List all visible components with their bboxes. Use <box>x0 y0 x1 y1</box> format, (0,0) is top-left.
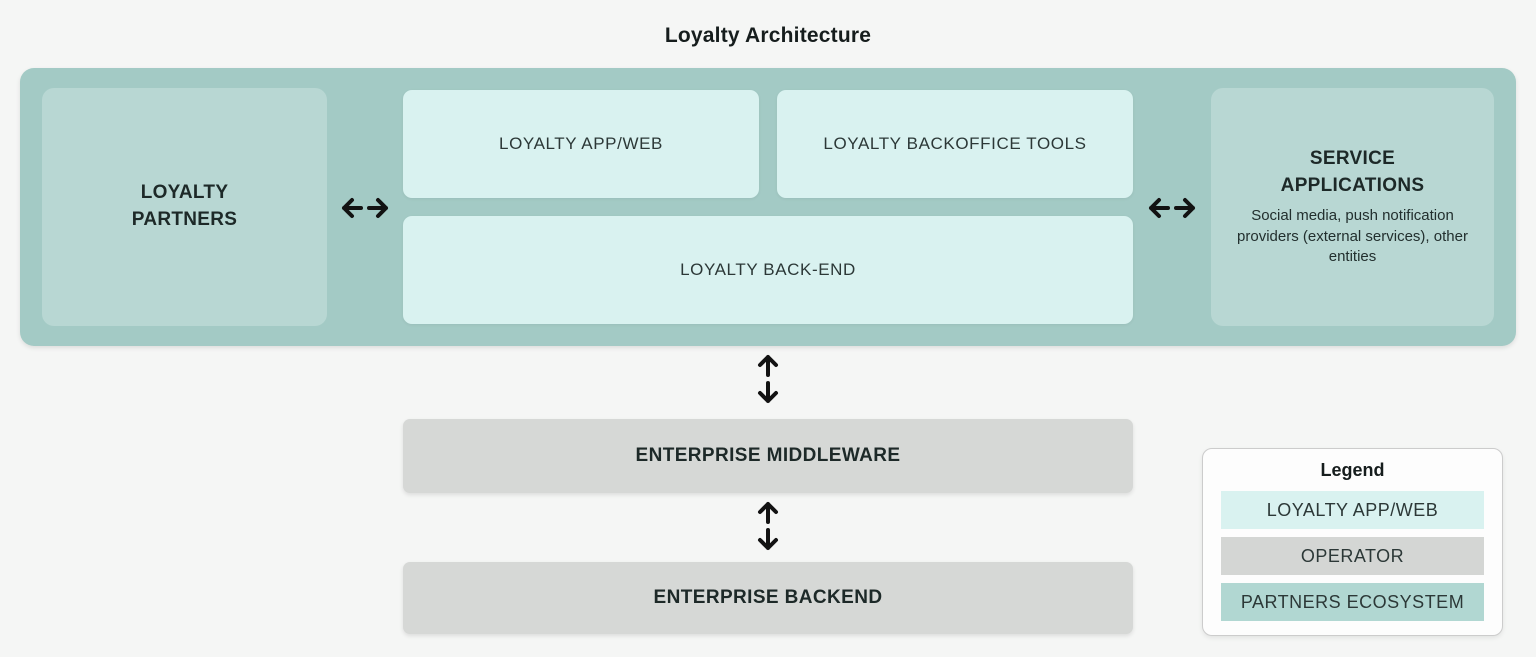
partners-ecosystem-container: LOYALTY PARTNERS LOYALTY APP/WEB LOYALTY… <box>20 68 1516 346</box>
loyalty-app-web-box: LOYALTY APP/WEB <box>403 90 759 198</box>
loyalty-app-web-label: LOYALTY APP/WEB <box>499 134 663 153</box>
enterprise-middleware-box: ENTERPRISE MIDDLEWARE <box>403 419 1133 493</box>
legend: Legend LOYALTY APP/WEB OPERATOR PARTNERS… <box>1202 448 1503 636</box>
bidirectional-vertical-arrow-icon <box>755 352 781 406</box>
service-applications-description: Social media, push notification provider… <box>1237 206 1468 266</box>
bidirectional-vertical-arrow-icon <box>755 499 781 553</box>
loyalty-backoffice-tools-box: LOYALTY BACKOFFICE TOOLS <box>777 90 1133 198</box>
enterprise-middleware-label: ENTERPRISE MIDDLEWARE <box>635 444 901 466</box>
loyalty-back-end-label: LOYALTY BACK-END <box>680 260 856 279</box>
loyalty-partners-box: LOYALTY PARTNERS <box>42 88 327 326</box>
legend-item-operator: OPERATOR <box>1221 537 1484 575</box>
bidirectional-horizontal-arrow-icon <box>339 195 391 221</box>
loyalty-backoffice-tools-label: LOYALTY BACKOFFICE TOOLS <box>823 134 1087 153</box>
service-applications-title: SERVICE APPLICATIONS <box>1280 148 1425 196</box>
enterprise-backend-label: ENTERPRISE BACKEND <box>653 586 883 608</box>
service-applications-box: SERVICE APPLICATIONS Social media, push … <box>1211 88 1494 326</box>
legend-title: Legend <box>1320 460 1385 480</box>
loyalty-back-end-box: LOYALTY BACK-END <box>403 216 1133 324</box>
enterprise-backend-box: ENTERPRISE BACKEND <box>403 562 1133 634</box>
legend-item-partners-ecosystem: PARTNERS ECOSYSTEM <box>1221 583 1484 621</box>
bidirectional-horizontal-arrow-icon <box>1146 195 1198 221</box>
legend-item-loyalty-app-web: LOYALTY APP/WEB <box>1221 491 1484 529</box>
loyalty-partners-label: LOYALTY PARTNERS <box>131 182 238 230</box>
page-title: Loyalty Architecture <box>664 24 872 47</box>
